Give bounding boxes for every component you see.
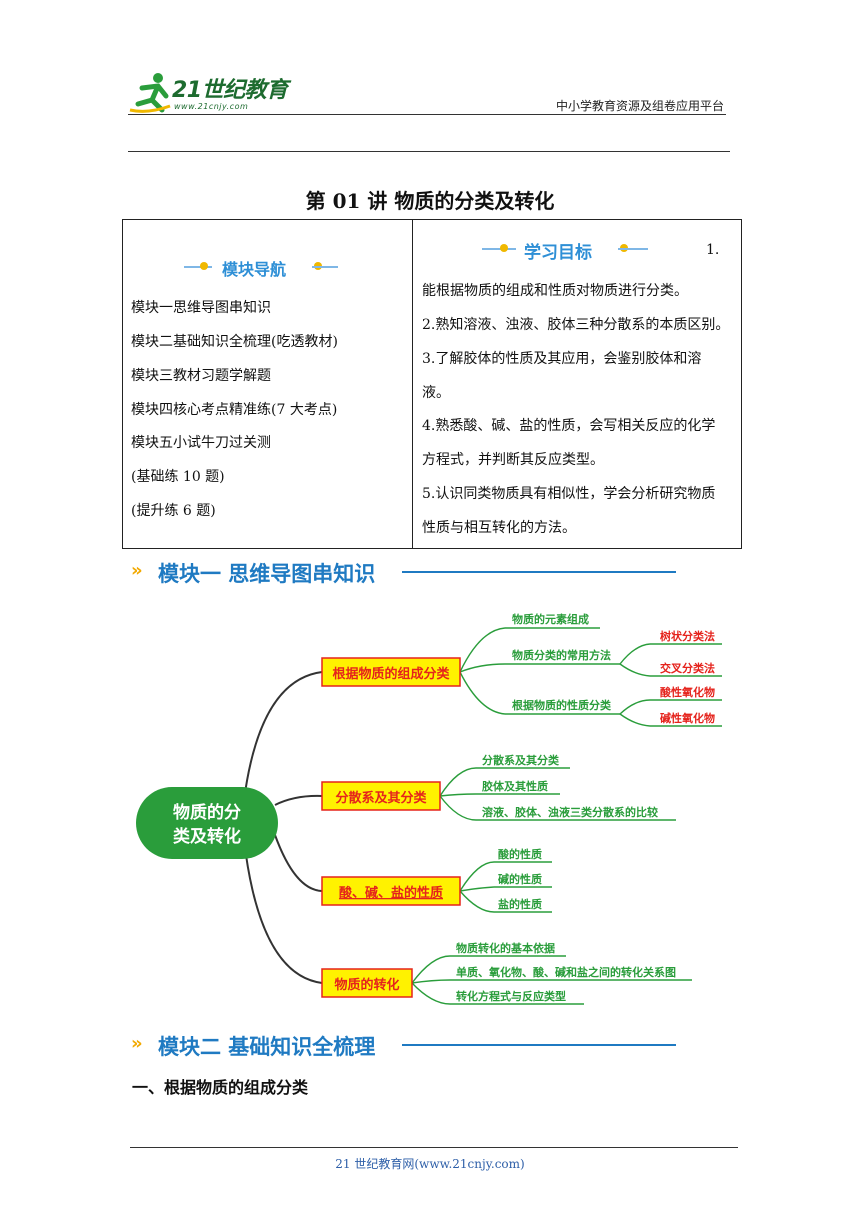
goal-deco-line-2 xyxy=(618,248,648,250)
mindmap-sub-connectors xyxy=(411,627,722,1005)
sub-2-2: 胶体及其性质 xyxy=(482,779,548,793)
sub-4-2: 单质、氧化物、酸、碱和盐之间的转化关系图 xyxy=(456,965,676,979)
nav-item-6[interactable]: (基础练 10 题) xyxy=(131,469,225,485)
mindmap-connectors xyxy=(243,671,323,984)
nav-item-4[interactable]: 模块四核心考点精准练(7 大考点) xyxy=(131,402,338,418)
goal-line-8: 性质与相互转化的方法。 xyxy=(422,520,576,536)
sub-3-1: 酸的性质 xyxy=(498,847,542,861)
goal-line-1: 能根据物质的组成和性质对物质进行分类。 xyxy=(422,283,688,299)
sub-4-1: 物质转化的基本依据 xyxy=(456,941,555,955)
table-divider xyxy=(412,219,413,548)
logo: 21世纪教育 www.21cnjy.com xyxy=(128,70,288,120)
sub-3-2: 碱的性质 xyxy=(498,872,542,886)
section-title: 一、根据物质的组成分类 xyxy=(132,1078,309,1097)
goal-line-5: 4.熟悉酸、碱、盐的性质，会写相关反应的化学 xyxy=(422,418,716,434)
leaf-2: 交叉分类法 xyxy=(660,661,715,675)
goal-line-4: 液。 xyxy=(422,385,450,401)
nav-heading: 模块导航 xyxy=(222,260,287,279)
footer-link[interactable]: 21 世纪教育网(www.21cnjy.com) xyxy=(335,1157,525,1171)
intro-table xyxy=(122,219,742,549)
goal-first-num: 1. xyxy=(706,242,720,258)
leaf-1: 树状分类法 xyxy=(660,629,715,643)
branch-3-node xyxy=(321,876,461,906)
sub-1-1: 物质的元素组成 xyxy=(512,612,589,626)
nav-deco-dot xyxy=(200,262,208,270)
sub-2-1: 分散系及其分类 xyxy=(482,753,560,767)
branch-1-label: 根据物质的组成分类 xyxy=(332,666,450,682)
nav-item-3[interactable]: 模块三教材习题学解题 xyxy=(131,368,271,384)
nav-item-7[interactable]: (提升练 6 题) xyxy=(131,503,216,519)
leaf-3: 酸性氧化物 xyxy=(660,685,715,699)
branch-2-label: 分散系及其分类 xyxy=(335,790,427,806)
goal-deco-dot xyxy=(500,244,508,252)
module1-chevron-icon: » xyxy=(131,560,143,581)
goal-heading: 学习目标 xyxy=(524,243,592,263)
sub-labels: 物质的元素组成 物质分类的常用方法 根据物质的性质分类 分散系及其分类 胶体及其… xyxy=(456,612,676,1003)
module2-rule xyxy=(402,1044,676,1046)
leaf-labels: 树状分类法 交叉分类法 酸性氧化物 碱性氧化物 xyxy=(660,629,715,725)
module2-heading: 模块二 基础知识全梳理 xyxy=(158,1035,376,1059)
module1-rule xyxy=(402,571,676,573)
nav-item-5[interactable]: 模块五小试牛刀过关测 xyxy=(131,435,271,451)
branch-2-node xyxy=(321,781,441,811)
branch-4-label: 物质的转化 xyxy=(334,977,399,993)
goal-line-3: 3.了解胶体的性质及其应用，会鉴别胶体和溶 xyxy=(422,351,702,367)
branch-4-node xyxy=(321,968,413,998)
goal-line-6: 方程式，并判断其反应类型。 xyxy=(422,452,604,468)
header-rule xyxy=(128,114,726,115)
nav-item-2[interactable]: 模块二基础知识全梳理(吃透教材) xyxy=(131,334,338,350)
center-line-2: 类及转化 xyxy=(173,826,241,847)
footer-rule xyxy=(130,1147,738,1148)
logo-url: www.21cnjy.com xyxy=(174,102,249,111)
center-line-1: 物质的分 xyxy=(173,802,241,823)
sub-1-2: 物质分类的常用方法 xyxy=(512,648,611,662)
logo-text: 21世纪教育 xyxy=(172,78,288,103)
goal-deco-line xyxy=(482,248,516,250)
page-title: 第 01 讲 物质的分类及转化 xyxy=(305,189,555,213)
branch-1-node xyxy=(321,657,461,687)
goal-line-2: 2.熟知溶液、浊液、胶体三种分散系的本质区别。 xyxy=(422,317,730,333)
sub-1-3: 根据物质的性质分类 xyxy=(512,698,612,712)
branch-3-label: 酸、碱、盐的性质 xyxy=(339,885,443,901)
leaf-4: 碱性氧化物 xyxy=(660,711,715,725)
goal-line-7: 5.认识同类物质具有相似性，学会分析研究物质 xyxy=(422,486,716,502)
module1-heading: 模块一 思维导图串知识 xyxy=(158,562,376,586)
nav-deco-line-2 xyxy=(312,266,338,268)
sub-2-3: 溶液、胶体、浊液三类分散系的比较 xyxy=(482,805,658,819)
platform-name: 中小学教育资源及组卷应用平台 xyxy=(555,99,724,113)
sub-4-3: 转化方程式与反应类型 xyxy=(456,989,566,1003)
nav-item-1[interactable]: 模块一思维导图串知识 xyxy=(131,300,271,316)
mindmap: 物质的分 类及转化 根据物质的组成分类 分散系及其分类 酸、碱、盐的性质 物质的… xyxy=(136,612,722,1005)
center-node xyxy=(136,787,278,859)
sub-3-3: 盐的性质 xyxy=(498,897,542,911)
runner-logo-icon xyxy=(129,73,171,113)
header-rule-2 xyxy=(128,151,730,152)
module2-chevron-icon: » xyxy=(131,1033,143,1054)
nav-deco-line xyxy=(184,266,212,268)
